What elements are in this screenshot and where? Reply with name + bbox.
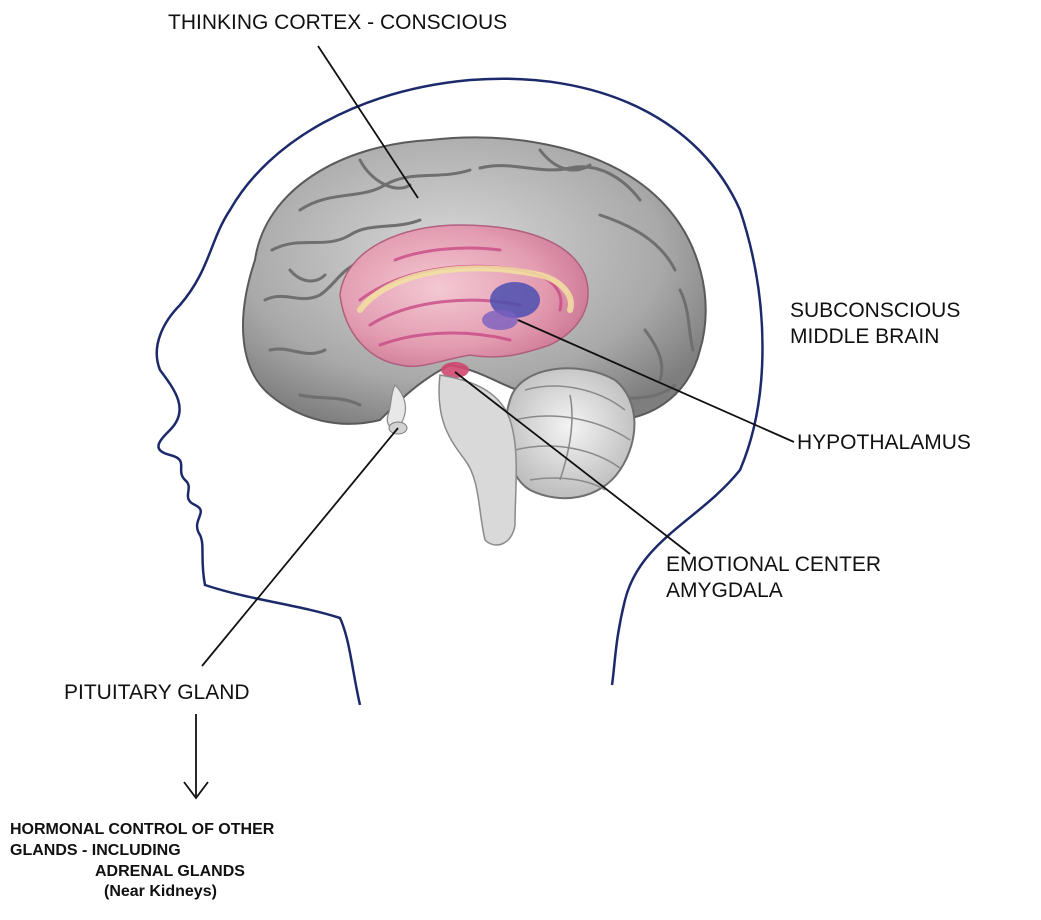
- brainstem: [439, 375, 516, 545]
- pituitary-leader-line: [202, 428, 398, 666]
- subconscious-label-line2: MIDDLE BRAIN: [790, 324, 960, 350]
- hypothalamus-label-text: HYPOTHALAMUS: [797, 431, 971, 454]
- hormonal-control-line1: HORMONAL CONTROL OF OTHER: [10, 820, 274, 841]
- hormonal-control-line2: GLANDS - INCLUDING: [10, 841, 274, 862]
- subconscious-label-line1: SUBCONSCIOUS: [790, 298, 960, 324]
- hypothalamus-region: [482, 310, 518, 330]
- hormonal-control-line4: (Near Kidneys): [10, 882, 274, 903]
- hormonal-control-line3: ADRENAL GLANDS: [10, 862, 274, 883]
- cortex-label-text: THINKING CORTEX - CONSCIOUS: [168, 11, 507, 34]
- emotional-center-label-line2: AMYGDALA: [666, 578, 881, 604]
- subconscious-label: SUBCONSCIOUS MIDDLE BRAIN: [790, 298, 960, 351]
- hypothalamus-label: HYPOTHALAMUS: [797, 430, 971, 456]
- hormonal-control-label: HORMONAL CONTROL OF OTHER GLANDS - INCLU…: [10, 820, 274, 903]
- emotional-center-label-line1: EMOTIONAL CENTER: [666, 552, 881, 578]
- pituitary-label-text: PITUITARY GLAND: [64, 681, 250, 704]
- pituitary-label: PITUITARY GLAND: [64, 680, 250, 706]
- emotional-center-label: EMOTIONAL CENTER AMYGDALA: [666, 552, 881, 605]
- cortex-label: THINKING CORTEX - CONSCIOUS: [168, 10, 507, 36]
